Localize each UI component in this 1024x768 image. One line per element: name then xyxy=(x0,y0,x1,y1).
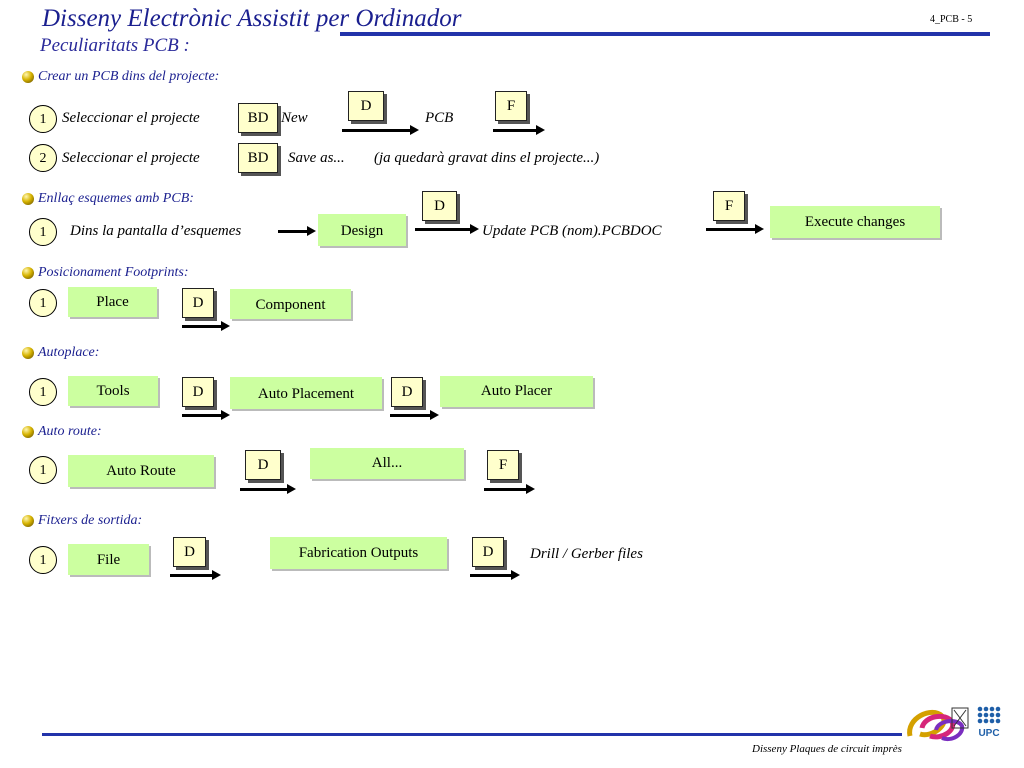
arrow-icon xyxy=(470,570,520,580)
arrow-icon xyxy=(278,226,316,236)
design-box: Design xyxy=(318,214,406,246)
d-key-box: D xyxy=(245,450,281,480)
auto-placer-box: Auto Placer xyxy=(440,376,593,407)
arrow-icon xyxy=(170,570,221,580)
bd-key-box: BD xyxy=(238,103,278,133)
auto-route-box: Auto Route xyxy=(68,455,214,487)
f-key-box: F xyxy=(487,450,519,480)
place-box: Place xyxy=(68,287,157,317)
arrow-icon xyxy=(342,125,419,135)
bd-key-box: BD xyxy=(238,143,278,173)
d-key-box: D xyxy=(391,377,423,407)
upc-logo-text: UPC xyxy=(978,728,1000,739)
footer-rule xyxy=(42,733,902,736)
step-text: Dins la pantalla d’esquemes xyxy=(70,223,242,239)
fabrication-outputs-box: Fabrication Outputs xyxy=(270,537,447,569)
d-key-box: D xyxy=(348,91,384,121)
d-key-box: D xyxy=(182,288,214,318)
section-heading-sortida: Fitxers de sortida: xyxy=(38,513,143,528)
component-box: Component xyxy=(230,289,351,319)
header-rule xyxy=(340,32,990,36)
arrow-icon xyxy=(415,224,479,234)
arrow-icon xyxy=(390,410,439,420)
step-number: 1 xyxy=(29,105,57,133)
section-heading-crear: Crear un PCB dins del projecte: xyxy=(38,69,220,84)
section-heading-posicionament: Posicionament Footprints: xyxy=(38,265,189,280)
page-number: 4_PCB - 5 xyxy=(930,14,973,25)
bullet-icon xyxy=(22,267,34,279)
section-heading-autoroute: Auto route: xyxy=(38,424,102,439)
arrow-icon xyxy=(182,410,230,420)
bullet-icon xyxy=(22,426,34,438)
step-number: 1 xyxy=(29,289,57,317)
upc-logo-icon xyxy=(977,706,1001,724)
menu-update-pcb: Update PCB (nom).PCBDOC xyxy=(482,223,662,239)
arrow-icon xyxy=(182,321,230,331)
d-key-box: D xyxy=(173,537,206,567)
tools-box: Tools xyxy=(68,376,158,406)
file-box: File xyxy=(68,544,149,575)
step-number: 1 xyxy=(29,546,57,574)
step-text: Seleccionar el projecte xyxy=(62,150,200,166)
footer-text: Disseny Plaques de circuit imprès xyxy=(752,743,902,755)
section-heading-autoplace: Autoplace: xyxy=(38,345,100,360)
menu-save-as: Save as... xyxy=(288,150,345,166)
d-key-box: D xyxy=(422,191,457,221)
d-key-box: D xyxy=(472,537,504,567)
eea-logo-icon xyxy=(907,707,969,741)
all-box: All... xyxy=(310,448,464,479)
arrow-icon xyxy=(493,125,545,135)
bullet-icon xyxy=(22,71,34,83)
step-number: 1 xyxy=(29,218,57,246)
menu-pcb: PCB xyxy=(425,110,454,126)
step-text: Seleccionar el projecte xyxy=(62,110,200,126)
f-key-box: F xyxy=(495,91,527,121)
d-key-box: D xyxy=(182,377,214,407)
menu-new: New xyxy=(281,110,308,126)
step-number: 1 xyxy=(29,378,57,406)
slide-subtitle: Peculiaritats PCB : xyxy=(40,35,190,56)
arrow-icon xyxy=(484,484,535,494)
section-heading-enllac: Enllaç esquemes amb PCB: xyxy=(38,191,194,206)
note-text: (ja quedarà gravat dins el projecte...) xyxy=(374,150,600,166)
f-key-box: F xyxy=(713,191,745,221)
step-number: 2 xyxy=(29,144,57,172)
step-number: 1 xyxy=(29,456,57,484)
bullet-icon xyxy=(22,347,34,359)
bullet-icon xyxy=(22,515,34,527)
execute-changes-box: Execute changes xyxy=(770,206,940,238)
arrow-icon xyxy=(706,224,764,234)
bullet-icon xyxy=(22,193,34,205)
arrow-icon xyxy=(240,484,296,494)
drill-gerber-text: Drill / Gerber files xyxy=(530,546,643,562)
slide-title: Disseny Electrònic Assistit per Ordinado… xyxy=(42,5,462,32)
auto-placement-box: Auto Placement xyxy=(230,377,382,409)
